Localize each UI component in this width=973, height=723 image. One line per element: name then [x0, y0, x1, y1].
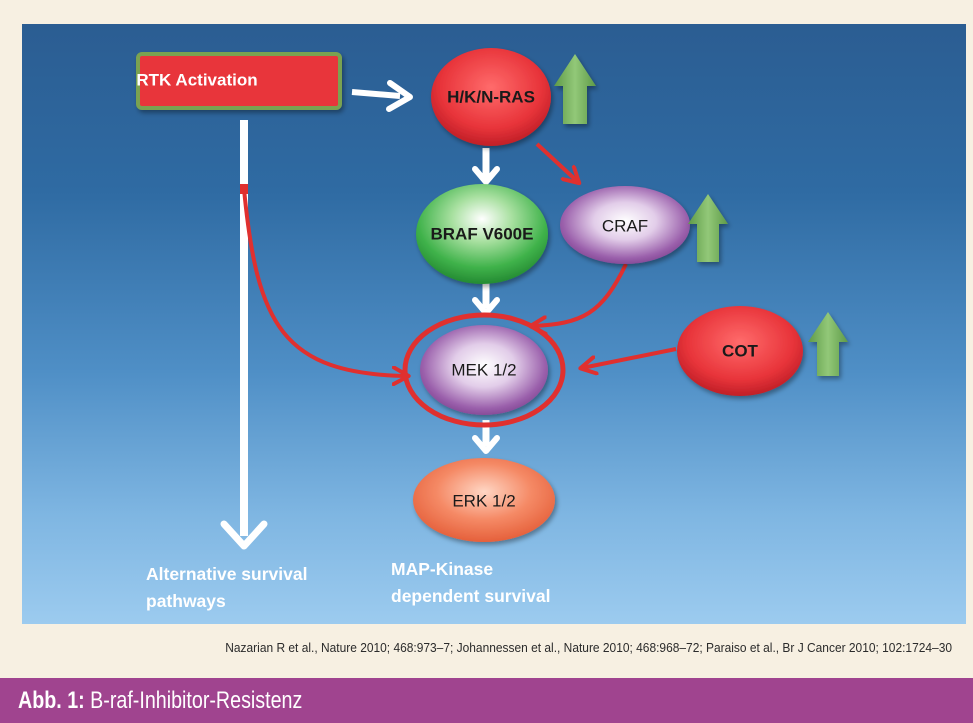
caption-bar: Abb. 1: B-raf-Inhibitor-Resistenz [0, 678, 973, 723]
alt-survival-label-line2: pathways [146, 591, 226, 611]
map-kinase-label-line2: dependent survival [391, 586, 551, 606]
braf-v600e-node: BRAF V600E [416, 184, 548, 284]
erk-node: ERK 1/2 [413, 458, 555, 542]
craf-to-mek-arrow [532, 263, 628, 326]
alternative-survival-arrow [220, 120, 268, 550]
ras-to-craf-arrow [535, 142, 578, 182]
cot-label: COT [722, 341, 759, 360]
citation-text: Nazarian R et al., Nature 2010; 468:973–… [225, 640, 953, 655]
braf-to-mek-arrow [472, 282, 500, 316]
cot-to-mek-arrow [582, 347, 677, 368]
caption-title: B-raf-Inhibitor-Resistenz [90, 687, 303, 714]
rtk-to-ras-arrow [351, 80, 413, 112]
caption-label: Abb. 1: [18, 687, 85, 714]
ras-node: H/K/N-RAS [431, 48, 551, 146]
signaling-pathway-diagram: RTK Activation H/K/N-RAS BRAF V600E CRAF… [136, 48, 848, 611]
rtk-activation-node: RTK Activation [136, 52, 342, 110]
figure-panel: RTK Activation H/K/N-RAS BRAF V600E CRAF… [22, 24, 966, 624]
cot-up-arrow-icon [808, 312, 848, 376]
ras-label: H/K/N-RAS [447, 87, 535, 106]
rtk-label: RTK Activation [136, 70, 257, 89]
craf-label: CRAF [602, 216, 648, 235]
mek-label: MEK 1/2 [451, 360, 516, 379]
craf-node: CRAF [560, 186, 690, 264]
mek-node: MEK 1/2 [402, 312, 566, 428]
alt-survival-label-line1: Alternative survival [146, 564, 307, 584]
braf-label: BRAF V600E [431, 224, 534, 243]
rtk-to-mek-arrow [242, 188, 407, 376]
cot-node: COT [677, 306, 803, 396]
ras-up-arrow-icon [554, 54, 596, 124]
ras-to-braf-arrow [472, 148, 500, 185]
erk-label: ERK 1/2 [452, 491, 515, 510]
craf-up-arrow-icon [688, 194, 728, 262]
map-kinase-label-line1: MAP-Kinase [391, 559, 493, 579]
caption: Abb. 1: B-raf-Inhibitor-Resistenz [18, 687, 302, 715]
mek-highlight-ring [402, 312, 566, 428]
